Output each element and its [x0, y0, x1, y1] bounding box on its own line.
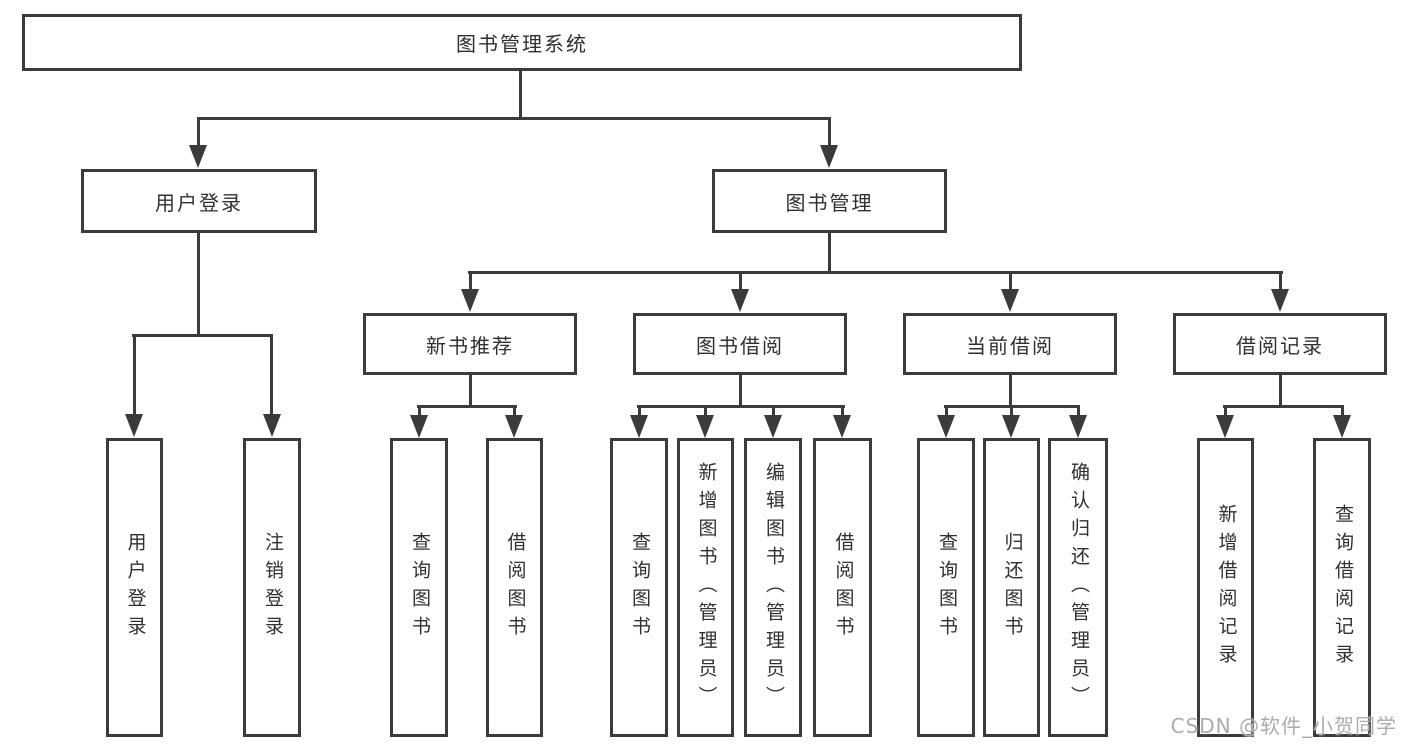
- leaf-label: 借阅图书: [504, 531, 527, 644]
- arrowhead-down-icon: [1001, 289, 1019, 312]
- connector-line: [519, 71, 522, 120]
- leaf-label: 借阅图书: [832, 531, 855, 644]
- connector-line: [468, 271, 1283, 274]
- connector-line: [637, 405, 845, 408]
- leaf-query-books: 查询图书: [610, 438, 668, 737]
- leaf-confirm-return-admin: 确认归还（管理员）: [1048, 438, 1108, 737]
- connector-line: [1010, 405, 1013, 418]
- arrowhead-down-icon: [820, 145, 838, 168]
- connector-line: [1279, 271, 1282, 291]
- connector-line: [1279, 375, 1282, 408]
- leaf-return-books: 归还图书: [983, 438, 1040, 737]
- leaf-label: 查询图书: [935, 531, 958, 644]
- connector-line: [418, 405, 421, 418]
- connector-line: [133, 334, 136, 416]
- connector-line: [739, 375, 742, 408]
- node-book-borrowing: 图书借阅: [633, 313, 847, 375]
- leaf-label: 新增图书（管理员）: [695, 461, 718, 714]
- leaf-borrow-books: 借阅图书: [486, 438, 543, 737]
- connector-line: [197, 117, 831, 120]
- connector-line: [1224, 405, 1227, 418]
- leaf-label: 归还图书: [1001, 531, 1024, 644]
- leaf-label: 查询借阅记录: [1331, 503, 1354, 672]
- connector-line: [469, 375, 472, 408]
- leaf-add-books-admin: 新增图书（管理员）: [677, 438, 734, 737]
- connector-line: [1223, 405, 1344, 408]
- connector-line: [1009, 271, 1012, 291]
- arrowhead-down-icon: [630, 415, 648, 438]
- connector-line: [841, 405, 844, 418]
- connector-line: [945, 405, 948, 418]
- leaf-user-login: 用户登录: [106, 438, 163, 737]
- node-book-management: 图书管理: [712, 169, 947, 233]
- node-library-system: 图书管理系统: [22, 14, 1022, 71]
- arrowhead-down-icon: [833, 415, 851, 438]
- arrowhead-down-icon: [461, 289, 479, 312]
- connector-line: [1341, 405, 1344, 418]
- leaf-add-borrow-record: 新增借阅记录: [1197, 438, 1254, 737]
- leaf-query-books: 查询图书: [390, 438, 448, 737]
- node-new-book-recommend: 新书推荐: [363, 313, 577, 375]
- leaf-query-borrow-record: 查询借阅记录: [1313, 438, 1371, 737]
- arrowhead-down-icon: [1216, 415, 1234, 438]
- arrowhead-down-icon: [189, 145, 207, 168]
- connector-line: [739, 271, 742, 291]
- leaf-label: 用户登录: [124, 531, 147, 644]
- arrowhead-down-icon: [125, 414, 143, 437]
- arrowhead-down-icon: [410, 415, 428, 438]
- arrowhead-down-icon: [1069, 415, 1087, 438]
- leaf-edit-books-admin: 编辑图书（管理员）: [744, 438, 802, 737]
- leaf-label: 确认归还（管理员）: [1067, 461, 1090, 714]
- connector-line: [772, 405, 775, 418]
- connector-line: [1009, 375, 1012, 408]
- leaf-logout-login: 注销登录: [243, 438, 301, 737]
- connector-line: [132, 334, 273, 337]
- connector-line: [197, 233, 200, 336]
- arrowhead-down-icon: [1002, 415, 1020, 438]
- connector-line: [513, 405, 516, 418]
- node-user-login: 用户登录: [81, 169, 317, 233]
- connector-line: [270, 334, 273, 416]
- arrowhead-down-icon: [937, 415, 955, 438]
- connector-line: [638, 405, 641, 418]
- connector-line: [197, 117, 200, 146]
- leaf-label: 查询图书: [628, 531, 651, 644]
- node-current-borrowing: 当前借阅: [903, 313, 1117, 375]
- connector-line: [417, 405, 517, 408]
- arrowhead-down-icon: [764, 415, 782, 438]
- arrowhead-down-icon: [505, 415, 523, 438]
- leaf-label: 注销登录: [261, 531, 284, 644]
- connector-line: [828, 117, 831, 146]
- leaf-query-books: 查询图书: [917, 438, 975, 737]
- node-borrowing-records: 借阅记录: [1173, 313, 1387, 375]
- connector-line: [469, 271, 472, 291]
- connector-line: [1077, 405, 1080, 418]
- arrowhead-down-icon: [263, 414, 281, 437]
- arrowhead-down-icon: [696, 415, 714, 438]
- arrowhead-down-icon: [1271, 289, 1289, 312]
- arrowhead-down-icon: [731, 289, 749, 312]
- arrowhead-down-icon: [1333, 415, 1351, 438]
- connector-line: [704, 405, 707, 418]
- leaf-borrow-books: 借阅图书: [813, 438, 872, 737]
- leaf-label: 查询图书: [408, 531, 431, 644]
- leaf-label: 新增借阅记录: [1215, 503, 1238, 672]
- connector-line: [828, 233, 831, 274]
- csdn-watermark: CSDN @软件_小贺同学: [1170, 714, 1397, 738]
- leaf-label: 编辑图书（管理员）: [762, 461, 785, 714]
